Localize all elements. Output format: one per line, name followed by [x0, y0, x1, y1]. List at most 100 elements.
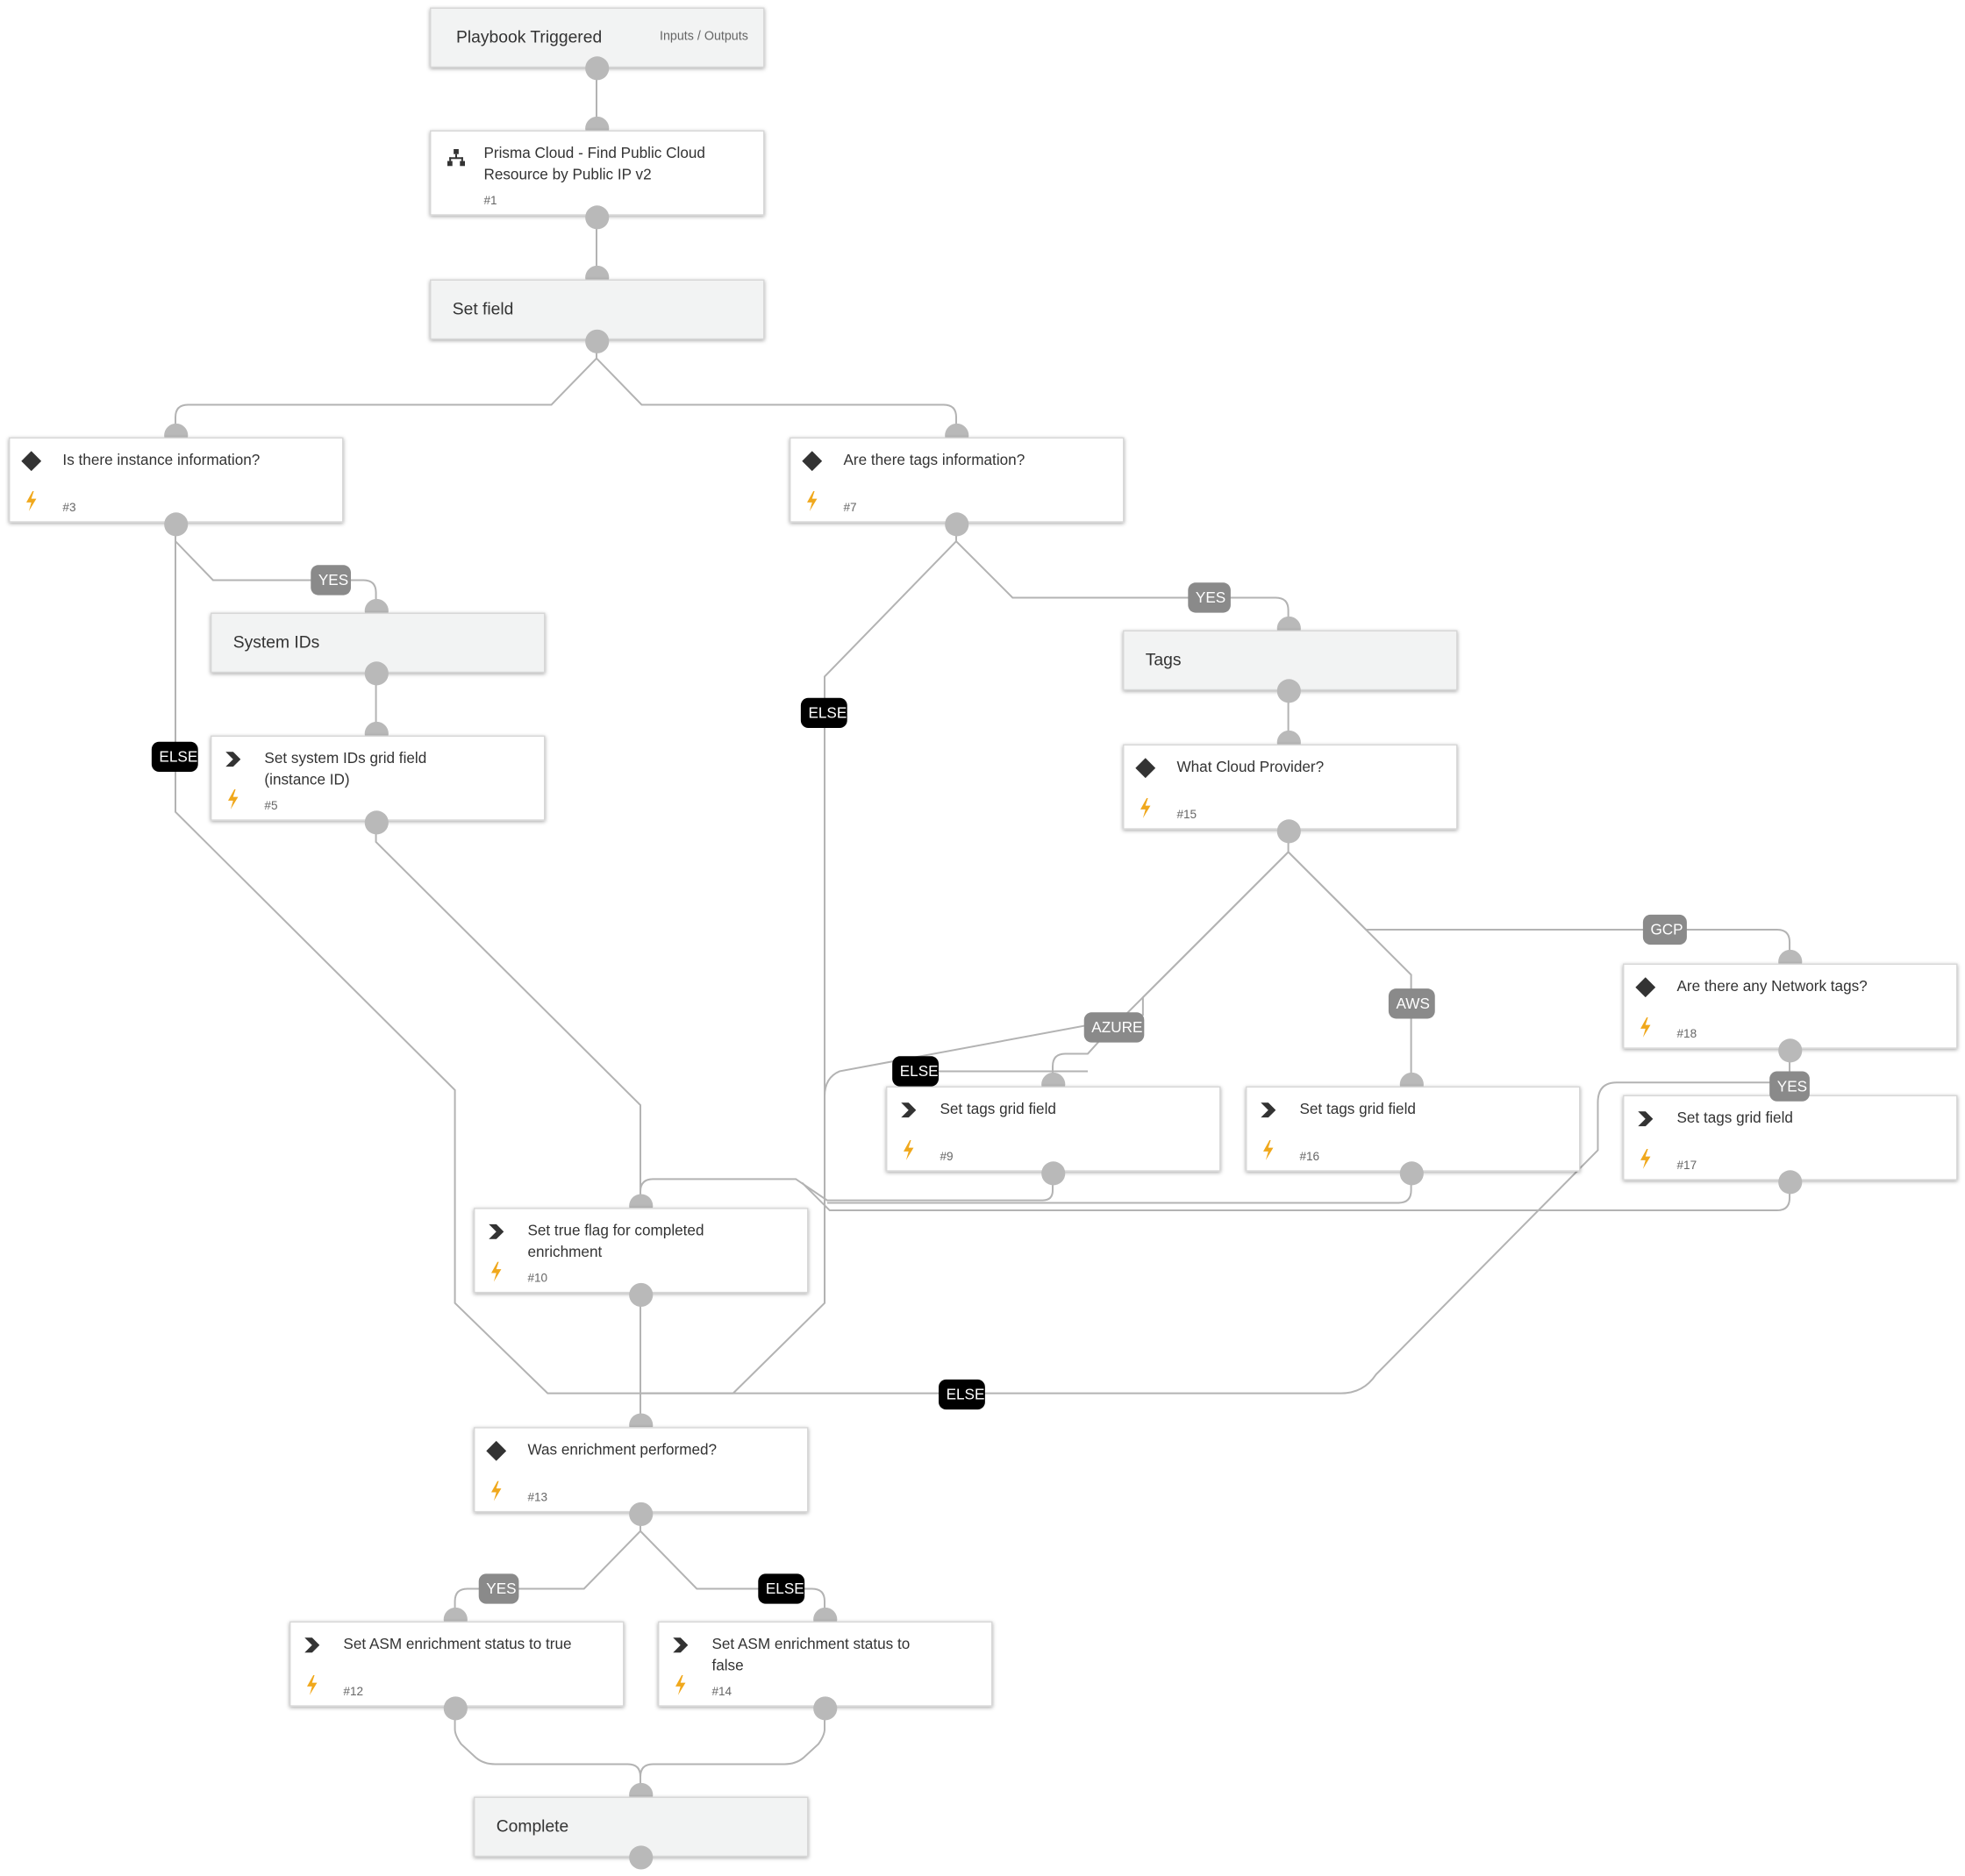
node-set-tags-grid-field-gcp[interactable]: Set tags grid field #17 — [1623, 1095, 1958, 1181]
node-number: #13 — [527, 1491, 548, 1505]
edge-n16-n10 — [826, 1173, 1412, 1204]
node-set-asm-status-false[interactable]: Set ASM enrichment status to false #14 — [658, 1621, 993, 1707]
node-title: Set ASM enrichment status to true — [343, 1635, 572, 1653]
diamond-icon — [1635, 977, 1656, 998]
node-title: Set system IDs grid field (instance ID) — [264, 749, 427, 788]
lightning-icon — [1263, 1140, 1274, 1160]
edge-n14-complete — [640, 1708, 826, 1777]
node-number: #17 — [1676, 1159, 1697, 1173]
node-number: #3 — [62, 501, 76, 516]
node-title: Are there any Network tags? — [1676, 977, 1868, 995]
chevron-right-icon — [489, 1223, 504, 1239]
port-out[interactable] — [1276, 679, 1301, 703]
node-number: #16 — [1299, 1150, 1320, 1165]
sitemap-icon — [447, 149, 466, 167]
node-title: Prisma Cloud - Find Public Cloud Resourc… — [483, 144, 705, 183]
node-set-tags-grid-field-azure[interactable]: Set tags grid field #9 — [886, 1086, 1221, 1172]
node-are-there-tags-information[interactable]: Are there tags information? #7 — [790, 437, 1125, 523]
node-is-there-instance-information[interactable]: Is there instance information? #3 — [9, 437, 344, 523]
edge-n7-tags — [955, 524, 1294, 628]
node-title: Set tags grid field — [1676, 1109, 1793, 1127]
node-set-true-flag-completed-enrichment[interactable]: Set true flag for completed enrichment #… — [474, 1208, 809, 1294]
lightning-icon — [904, 1140, 914, 1160]
branch-label-yes: YES — [311, 565, 352, 596]
port-out[interactable] — [1276, 819, 1301, 844]
lightning-icon — [491, 1261, 502, 1282]
node-number: #12 — [343, 1685, 364, 1700]
port-out[interactable] — [629, 1845, 654, 1870]
port-out[interactable] — [1778, 1170, 1803, 1195]
branch-label-yes: YES — [1188, 582, 1231, 613]
port-out[interactable] — [1778, 1038, 1803, 1063]
node-set-asm-status-true[interactable]: Set ASM enrichment status to true #12 — [289, 1621, 625, 1707]
edge-n13-n12 — [449, 1515, 642, 1619]
node-title: Was enrichment performed? — [527, 1440, 718, 1459]
node-number: #5 — [264, 799, 278, 814]
edge-n13-n14 — [640, 1530, 830, 1619]
node-title: Complete — [496, 1816, 569, 1836]
node-number: #9 — [940, 1150, 954, 1165]
node-are-there-any-network-tags[interactable]: Are there any Network tags? #18 — [1623, 963, 1958, 1049]
node-number: #18 — [1676, 1027, 1697, 1042]
diamond-icon — [486, 1440, 507, 1461]
port-out[interactable] — [629, 1282, 654, 1308]
inputs-outputs-link[interactable]: Inputs / Outputs — [660, 30, 748, 45]
port-out[interactable] — [364, 661, 389, 686]
node-what-cloud-provider[interactable]: What Cloud Provider? #15 — [1123, 744, 1458, 830]
port-out[interactable] — [629, 1502, 654, 1527]
lightning-icon — [1640, 1149, 1651, 1169]
port-out[interactable] — [585, 205, 610, 230]
chevron-right-icon — [673, 1637, 689, 1653]
edge-n15-azure — [1047, 831, 1290, 1084]
node-title: System IDs — [232, 632, 320, 652]
node-title: Playbook Triggered — [456, 27, 603, 46]
edge-n15-aws — [1287, 851, 1417, 1084]
edge-setfield-n3 — [170, 340, 598, 435]
node-title: Set tags grid field — [940, 1100, 1056, 1118]
lightning-icon — [675, 1675, 686, 1695]
node-playbook-triggered[interactable]: Playbook Triggered Inputs / Outputs — [430, 7, 765, 68]
node-set-system-ids-grid-field[interactable]: Set system IDs grid field (instance ID) … — [211, 735, 546, 821]
port-out[interactable] — [164, 512, 189, 537]
node-title: Set tags grid field — [1299, 1100, 1416, 1118]
port-out[interactable] — [364, 810, 389, 835]
chevron-right-icon — [225, 752, 241, 767]
edge-n3-sysids — [175, 524, 382, 610]
port-out[interactable] — [1399, 1161, 1424, 1186]
node-was-enrichment-performed[interactable]: Was enrichment performed? #13 — [474, 1427, 809, 1513]
node-number: #1 — [483, 194, 497, 209]
edge-n15-else — [824, 851, 1290, 1303]
branch-label-else: ELSE — [939, 1379, 985, 1410]
node-find-public-cloud-resource[interactable]: Prisma Cloud - Find Public Cloud Resourc… — [430, 130, 765, 216]
node-title: Is there instance information? — [62, 451, 261, 469]
edge-n17-n10 — [801, 1181, 1791, 1212]
node-set-field-section[interactable]: Set field — [430, 279, 765, 340]
port-out[interactable] — [585, 56, 610, 81]
node-number: #10 — [527, 1272, 548, 1286]
edge-n15-gcp — [1287, 851, 1795, 961]
branch-label-else: ELSE — [758, 1573, 805, 1604]
port-out[interactable] — [443, 1696, 468, 1721]
edge-n9-n10 — [635, 1173, 1054, 1206]
port-out[interactable] — [945, 512, 969, 537]
branch-label-yes: YES — [1769, 1071, 1810, 1102]
port-out[interactable] — [585, 329, 610, 353]
port-out[interactable] — [813, 1696, 838, 1721]
chevron-right-icon — [1261, 1102, 1276, 1118]
lightning-icon — [228, 789, 239, 810]
node-complete[interactable]: Complete — [474, 1796, 809, 1858]
diamond-icon — [21, 451, 42, 472]
branch-label-gcp: GCP — [1642, 914, 1687, 945]
diamond-icon — [802, 451, 823, 472]
node-set-tags-grid-field-aws[interactable]: Set tags grid field #16 — [1246, 1086, 1581, 1172]
chevron-right-icon — [304, 1637, 320, 1653]
lightning-icon — [26, 491, 37, 511]
branch-label-else: ELSE — [892, 1056, 940, 1087]
node-title: Set true flag for completed enrichment — [527, 1221, 704, 1261]
edge-n5-n10 — [375, 823, 646, 1206]
chevron-right-icon — [901, 1102, 917, 1118]
branch-label-azure: AZURE — [1083, 1012, 1145, 1043]
lightning-icon — [491, 1480, 502, 1502]
port-out[interactable] — [1041, 1161, 1066, 1186]
